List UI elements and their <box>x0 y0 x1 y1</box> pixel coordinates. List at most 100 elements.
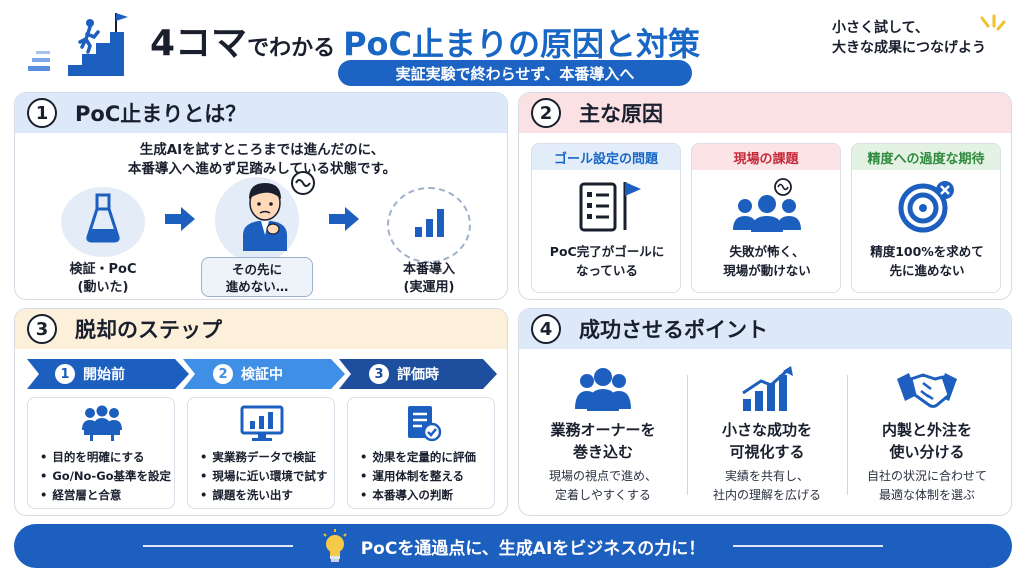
cause-card-accuracy: 精度への過度な期待 精度100%を求めて 先に進めない <box>851 143 1001 293</box>
flask-icon <box>86 193 120 243</box>
panel-title: 成功させるポイント <box>579 318 768 342</box>
desc-line1: 生成AIを試すところまでは進んだのに、 <box>139 142 385 158</box>
step-chevrons: 1 開始前 2 検証中 3 評価時 <box>27 359 497 389</box>
poc-flow: 検証・PoC (動いた) その先に 進めない… <box>15 171 507 299</box>
cause-card-field: 現場の課題 失敗が怖く、 現場が動けない <box>691 143 841 293</box>
panel-exit-steps: 3 脱却のステップ 1 開始前 2 検証中 3 評価時 <box>14 308 508 516</box>
panel-main-causes: 2 主な原因 ゴール設定の問題 PoC完了がゴールに なっている 現場の課題 <box>518 92 1012 300</box>
footer-line-left <box>142 545 293 547</box>
list-item: 課題を洗い出す <box>200 486 327 505</box>
lightbulb-icon <box>322 529 347 562</box>
list-item: 現場に近い環境で試す <box>200 467 327 486</box>
step-label-3: 3 評価時 <box>369 359 439 389</box>
checklist-flag-icon <box>579 182 641 232</box>
cause-title: 現場の課題 <box>692 144 840 170</box>
point-desc: 実績を共有し、 社内の理解を広げる <box>687 467 847 505</box>
list-item: 経営層と合意 <box>40 486 171 505</box>
list-item: 目的を明確にする <box>40 448 171 467</box>
footer-line-right <box>733 545 884 547</box>
step-name: 評価時 <box>397 367 439 383</box>
panel-number: 1 <box>27 98 57 128</box>
point-desc-line1: 自社の状況に合わせて <box>866 469 987 483</box>
point-title-line1: 小さな成功を <box>721 421 812 439</box>
bubble-line2: 進めない… <box>225 279 289 294</box>
step-number: 2 <box>213 364 233 384</box>
point-title-line2: 巻き込む <box>572 443 633 461</box>
panel-poc-definition: 1 PoC止まりとは？ 生成AIを試すところまでは進んだのに、 本番導入へ進めず… <box>14 92 508 300</box>
page-title: 4コマ でわかる PoC止まりの原因と対策 <box>150 14 830 64</box>
point-desc-line1: 実績を共有し、 <box>724 469 809 483</box>
cause-card-goal: ゴール設定の問題 PoC完了がゴールに なっている <box>531 143 681 293</box>
cause-desc-line2: 先に進めない <box>889 263 965 278</box>
worried-team-icon <box>733 178 801 232</box>
list-item: 運用体制を整える <box>360 467 476 486</box>
cause-desc: 精度100%を求めて 先に進めない <box>852 242 1000 280</box>
list-item: Go/No-Go基準を設定 <box>40 467 171 486</box>
point-desc-line2: 社内の理解を広げる <box>712 488 821 502</box>
step-list: 効果を定量的に評価 運用体制を整える 本番導入の判断 <box>360 448 476 505</box>
step-card-during: 実業務データで検証 現場に近い環境で試す 課題を洗い出す <box>187 397 335 509</box>
point-title: 小さな成功を 可視化する <box>687 419 847 463</box>
production-label-line2: (実運用) <box>403 280 455 295</box>
production-label: 本番導入 (実運用) <box>379 261 479 297</box>
cause-desc-line2: なっている <box>576 263 638 278</box>
point-desc-line2: 定着しやすくする <box>555 488 651 502</box>
point-title-line2: 使い分ける <box>889 443 965 461</box>
panel-header: 2 主な原因 <box>519 93 1011 133</box>
point-involve-owner: 業務オーナーを 巻き込む 現場の視点で進め、 定着しやすくする <box>523 357 683 513</box>
column-divider <box>847 375 848 495</box>
arrow-right-icon <box>329 207 359 231</box>
people-group-icon <box>575 368 631 411</box>
point-title: 業務オーナーを 巻き込む <box>523 419 683 463</box>
panel-header: 1 PoC止まりとは？ <box>15 93 507 133</box>
bubble-line1: その先に <box>231 262 282 277</box>
list-item: 実業務データで検証 <box>200 448 327 467</box>
step-card-before: 目的を明確にする Go/No-Go基準を設定 経営層と合意 <box>27 397 175 509</box>
point-title-line1: 業務オーナーを <box>550 421 656 439</box>
step-card-evaluation: 効果を定量的に評価 運用体制を整える 本番導入の判断 <box>347 397 495 509</box>
point-desc-line1: 現場の視点で進め、 <box>548 469 657 483</box>
tagline: 小さく試して、 大きな成果につなげよう <box>832 18 992 58</box>
team-meeting-icon <box>82 405 122 441</box>
step-label-1: 1 開始前 <box>55 359 125 389</box>
poc-label-line2: (動いた) <box>77 280 129 295</box>
sparkle-icon <box>980 14 1006 31</box>
climbing-stairs-icon <box>28 13 128 76</box>
cause-title: 精度への過度な期待 <box>852 144 1000 170</box>
panel-success-points: 4 成功させるポイント 業務オーナーを 巻き込む 現場の視点で進め、 定着しやす… <box>518 308 1012 516</box>
panel-header: 3 脱却のステップ <box>15 309 507 349</box>
cause-title: ゴール設定の問題 <box>532 144 680 170</box>
panel-description: 生成AIを試すところまでは進んだのに、 本番導入へ進めず足踏みしている状態です。 <box>15 141 507 179</box>
point-inhouse-outsource: 内製と外注を 使い分ける 自社の状況に合わせて 最適な体制を選ぶ <box>847 357 1007 513</box>
panel-number: 3 <box>27 314 57 344</box>
title-part1: 4コマ <box>150 23 248 64</box>
point-title-line2: 可視化する <box>729 443 805 461</box>
panel-number: 4 <box>531 314 561 344</box>
panel-title: PoC止まりとは？ <box>75 102 247 126</box>
step-list: 目的を明確にする Go/No-Go基準を設定 経営層と合意 <box>40 448 171 505</box>
step-label-2: 2 検証中 <box>213 359 283 389</box>
point-visualize-success: 小さな成功を 可視化する 実績を共有し、 社内の理解を広げる <box>687 357 847 513</box>
footer-banner: PoCを通過点に、生成AIをビジネスの力に！ <box>14 524 1012 568</box>
speech-bubble: その先に 進めない… <box>201 257 313 297</box>
flask-circle <box>61 187 145 257</box>
step-number: 1 <box>55 364 75 384</box>
tagline-line2: 大きな成果につなげよう <box>832 40 986 56</box>
panel-header: 4 成功させるポイント <box>519 309 1011 349</box>
report-check-icon <box>408 406 442 442</box>
title-part2: でわかる <box>247 36 336 61</box>
target-x-icon <box>898 181 954 233</box>
cause-desc: PoC完了がゴールに なっている <box>532 242 680 280</box>
production-label-line1: 本番導入 <box>402 262 455 277</box>
tagline-line1: 小さく試して、 <box>832 20 929 36</box>
monitor-chart-icon <box>240 405 284 441</box>
step-name: 検証中 <box>241 367 283 383</box>
growth-chart-icon <box>742 366 793 411</box>
point-desc-line2: 最適な体制を選ぶ <box>878 488 975 502</box>
title-part3: PoC止まりの原因と対策 <box>343 25 701 63</box>
poc-label: 検証・PoC (動いた) <box>53 261 153 297</box>
cause-desc-line1: 失敗が怖く、 <box>729 244 805 259</box>
list-item: 効果を定量的に評価 <box>360 448 476 467</box>
panel-title: 主な原因 <box>579 102 663 126</box>
footer-text: PoCを通過点に、生成AIをビジネスの力に！ <box>360 538 706 559</box>
